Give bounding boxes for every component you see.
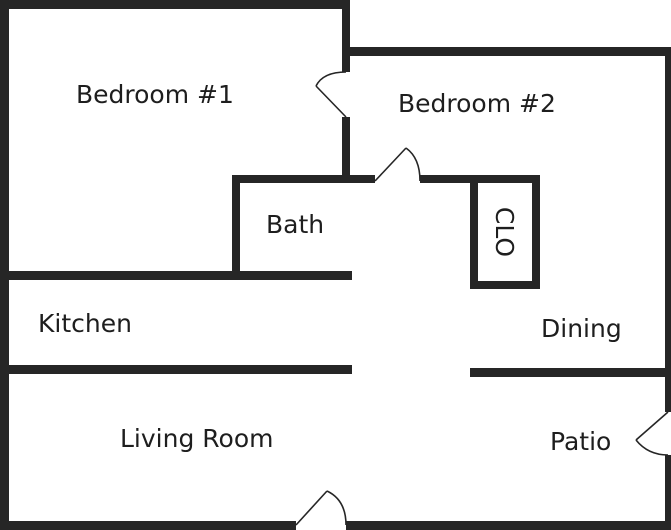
wall-top-bedroom1 (0, 0, 350, 9)
dining-label: Dining (541, 314, 622, 343)
patio-label: Patio (550, 427, 611, 456)
bath-label: Bath (266, 210, 324, 239)
wall-bath-left (232, 175, 240, 275)
door-bedroom2-hall (374, 147, 421, 182)
wall-bedroom-divider-lower (342, 117, 350, 183)
wall-closet-left (470, 175, 478, 289)
wall-bedroom2-bottom (420, 175, 540, 183)
door-entry (295, 490, 347, 526)
bedroom2-label: Bedroom #2 (398, 89, 556, 118)
wall-bath-top (232, 175, 375, 183)
room-labels: Bedroom #1 Bedroom #2 Bath CLO Kitchen D… (38, 80, 622, 456)
wall-kitchen-top (0, 271, 352, 280)
wall-kitchen-bottom (0, 365, 352, 374)
wall-right-upper (665, 47, 671, 412)
wall-left-outer (0, 0, 9, 530)
kitchen-label: Kitchen (38, 309, 132, 338)
door-bedroom2 (315, 71, 347, 118)
doors (295, 71, 669, 526)
wall-closet-right (532, 175, 540, 289)
wall-bottom-right (346, 521, 671, 530)
wall-bottom-left (0, 521, 296, 530)
bedroom1-label: Bedroom #1 (76, 80, 234, 109)
door-patio (635, 411, 669, 456)
closet-label: CLO (490, 207, 519, 257)
wall-closet-bottom (470, 281, 540, 289)
wall-dining-bottom (470, 368, 671, 377)
wall-bedroom-divider-upper (342, 0, 350, 72)
living-room-label: Living Room (120, 424, 273, 453)
wall-top-bedroom2 (342, 47, 671, 56)
wall-right-lower (665, 455, 671, 530)
